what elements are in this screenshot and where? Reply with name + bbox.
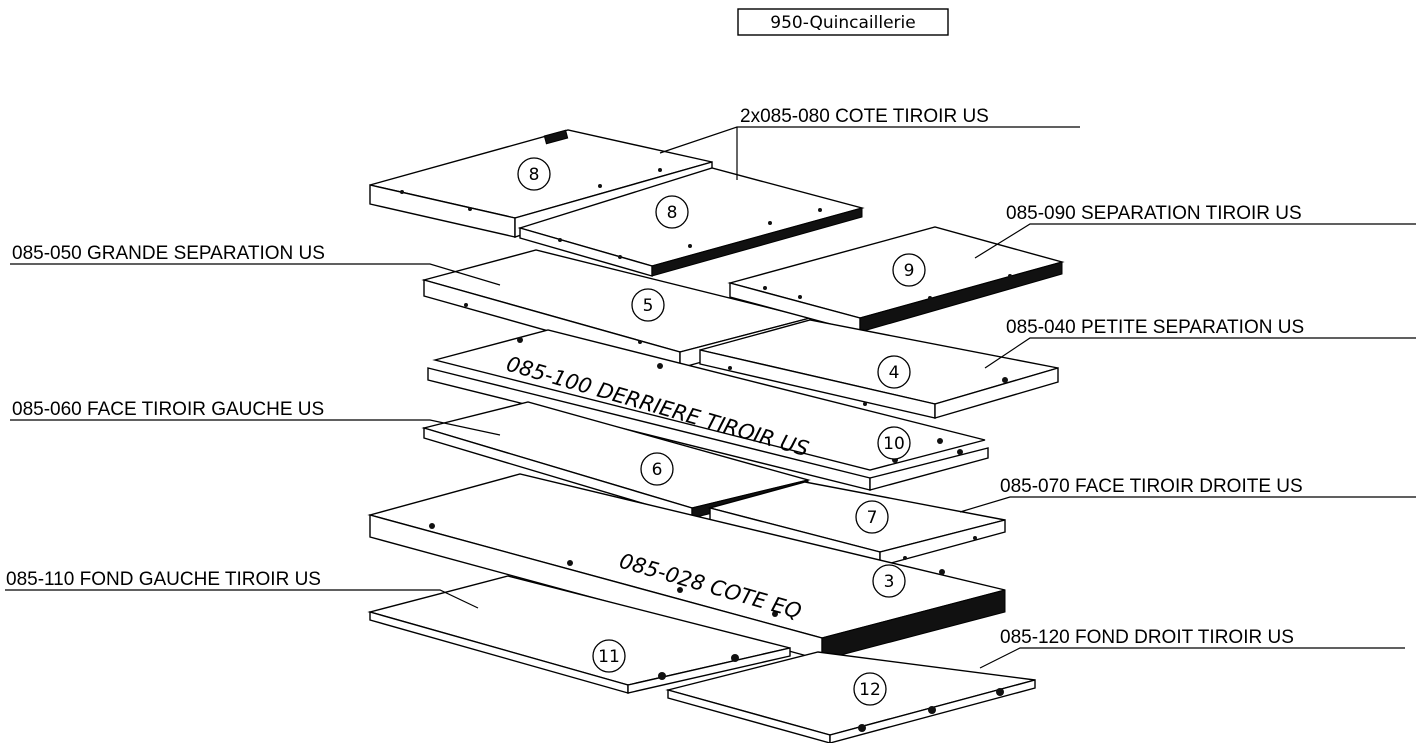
part-4-petite-separation <box>699 319 1059 419</box>
callout-labels: 2x085-080 COTE TIROIR US 085-090 SEPARAT… <box>6 106 1304 648</box>
svg-text:12: 12 <box>859 680 881 700</box>
svg-text:9: 9 <box>904 261 915 281</box>
svg-text:4: 4 <box>889 363 900 383</box>
svg-text:8: 8 <box>529 165 540 185</box>
balloon-12: 12 <box>853 672 887 706</box>
callout-face-gauche: 085-060 FACE TIROIR GAUCHE US <box>12 399 324 420</box>
callout-grande-separation: 085-050 GRANDE SEPARATION US <box>12 243 325 264</box>
callout-separation-tiroir: 085-090 SEPARATION TIROIR US <box>1006 203 1302 224</box>
leader-lines <box>5 126 1416 669</box>
part-3-cote-eq <box>367 473 1006 661</box>
balloon-8a: 8 <box>517 157 551 191</box>
balloon-6: 6 <box>640 452 674 486</box>
balloon-8b: 8 <box>655 195 689 229</box>
callout-face-droite: 085-070 FACE TIROIR DROITE US <box>1000 476 1303 497</box>
title-block: 950-Quincaillerie <box>737 8 949 36</box>
svg-text:5: 5 <box>643 296 654 316</box>
part-12-fond-droit <box>665 651 1036 743</box>
balloon-10: 10 <box>877 426 911 460</box>
svg-text:11: 11 <box>598 647 620 667</box>
part-11-fond-gauche <box>367 575 791 694</box>
balloon-9: 9 <box>892 253 926 287</box>
svg-text:10: 10 <box>883 434 905 454</box>
balloon-7: 7 <box>855 500 889 534</box>
svg-text:8: 8 <box>667 203 678 223</box>
svg-text:3: 3 <box>884 572 895 592</box>
svg-text:6: 6 <box>652 460 663 480</box>
title-text: 950-Quincaillerie <box>770 13 915 33</box>
svg-text:7: 7 <box>867 508 878 528</box>
callout-cote-tiroir: 2x085-080 COTE TIROIR US <box>740 106 989 127</box>
balloon-5: 5 <box>631 288 665 322</box>
callout-petite-separation: 085-040 PETITE SEPARATION US <box>1006 317 1304 338</box>
balloons: 8 8 9 5 4 10 6 7 3 11 12 <box>517 157 926 706</box>
balloon-4: 4 <box>877 355 911 389</box>
callout-fond-gauche: 085-110 FOND GAUCHE TIROIR US <box>6 569 321 590</box>
balloon-3: 3 <box>872 564 906 598</box>
part-10-derriere-tiroir <box>427 329 989 491</box>
part-8-right <box>517 167 865 277</box>
balloon-11: 11 <box>592 639 626 673</box>
callout-fond-droit: 085-120 FOND DROIT TIROIR US <box>1000 627 1294 648</box>
